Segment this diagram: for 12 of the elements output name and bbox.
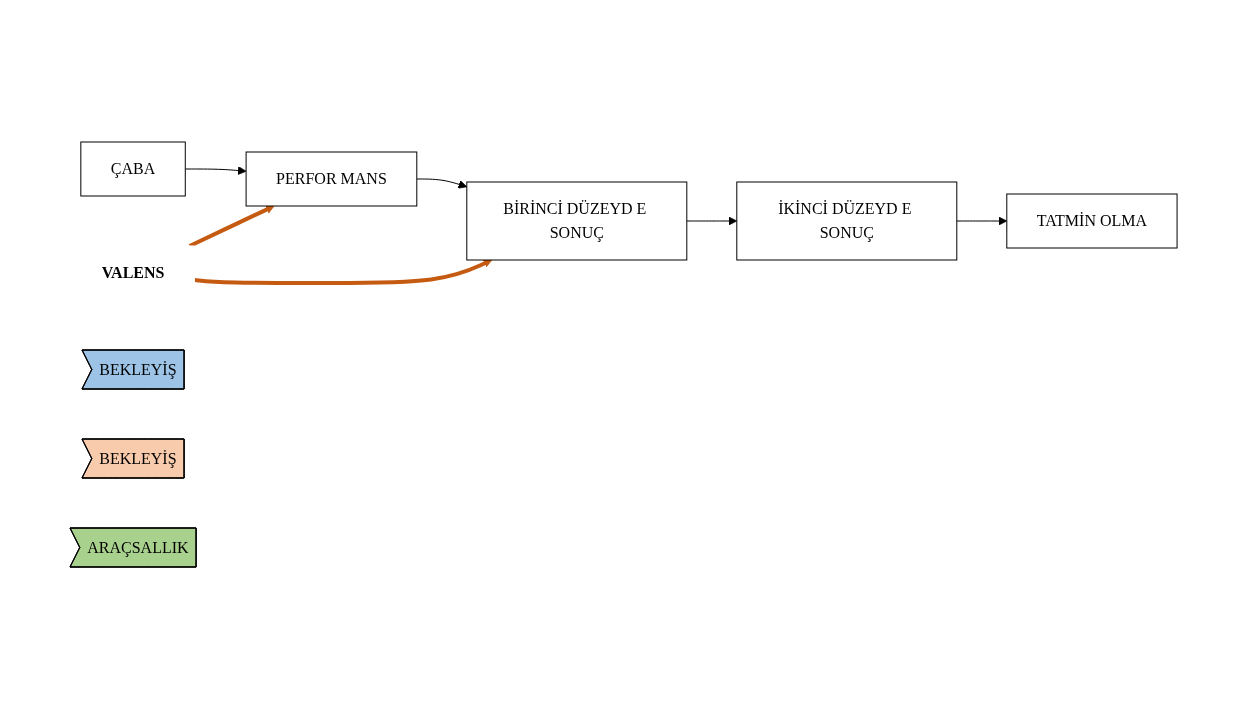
arrow [194,258,493,285]
node-box: PERFOR MANS [246,151,418,206]
node-text: VALENS [102,263,165,281]
arrow [185,165,247,175]
arrow [686,216,738,225]
arrow [189,204,275,248]
arrow [956,216,1008,225]
node-box: BİRİNCİ DÜZEYD E SONUÇ [466,181,688,260]
arrow [416,178,468,189]
node-box: İKİNCİ DÜZEYD E SONUÇ [736,181,958,260]
node-box: TATMİN OLMA [1006,193,1179,248]
node-box: ÇABA [80,141,187,196]
